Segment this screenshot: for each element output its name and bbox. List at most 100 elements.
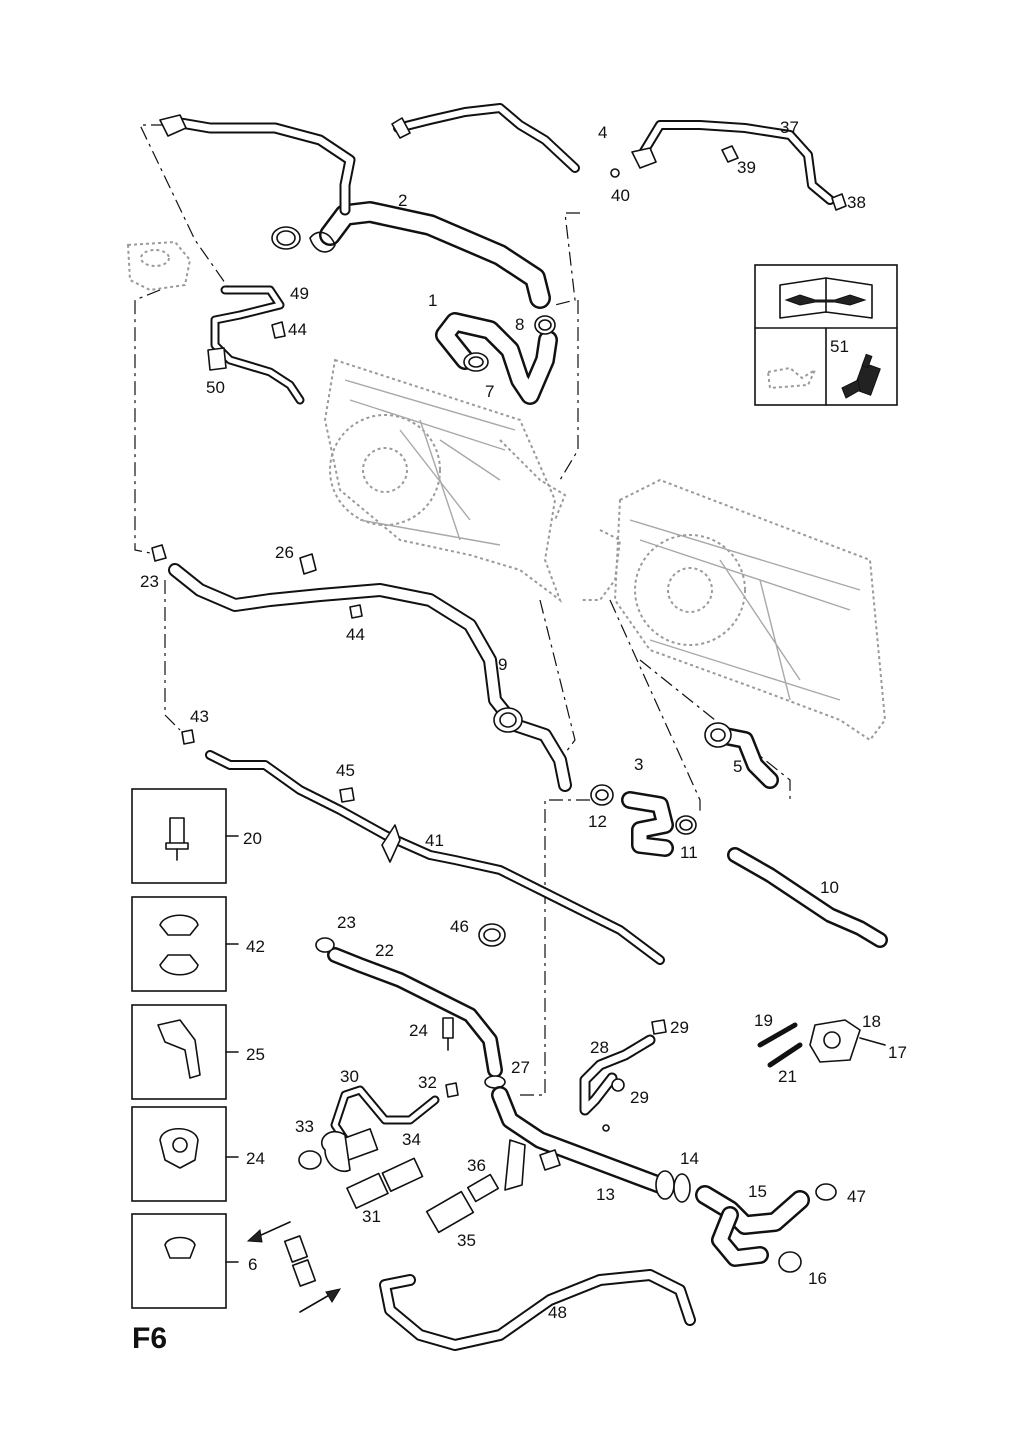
clamp-14 bbox=[673, 1173, 691, 1203]
clamp-43 bbox=[181, 729, 195, 745]
callout-43: 43 bbox=[190, 707, 209, 726]
hose-28 bbox=[579, 1034, 656, 1116]
callout-23-lower: 23 bbox=[337, 913, 356, 932]
callout-24-hose: 24 bbox=[409, 1021, 428, 1040]
arrow-right-icon bbox=[299, 1288, 342, 1313]
callout-9: 9 bbox=[498, 655, 507, 674]
clamps-29 bbox=[611, 1019, 667, 1092]
hose-2 bbox=[159, 114, 551, 309]
callout-8: 8 bbox=[515, 315, 524, 334]
callout-25: 25 bbox=[246, 1045, 265, 1064]
callout-33: 33 bbox=[295, 1117, 314, 1136]
callout-24-box: 24 bbox=[246, 1149, 265, 1168]
background-radiator-fan-right bbox=[580, 478, 887, 742]
callout-2: 2 bbox=[398, 191, 407, 210]
manual-book-wrench-icon bbox=[779, 277, 873, 319]
callout-12: 12 bbox=[588, 812, 607, 831]
pipe-41 bbox=[205, 750, 665, 965]
sensor-24 bbox=[442, 1017, 454, 1051]
callout-42: 42 bbox=[246, 937, 265, 956]
hose-30 bbox=[330, 1085, 440, 1145]
callout-26: 26 bbox=[275, 543, 294, 562]
callout-19: 19 bbox=[754, 1011, 773, 1030]
clip-50 bbox=[207, 347, 227, 371]
callout-28: 28 bbox=[590, 1038, 609, 1057]
hose-48 bbox=[379, 1269, 696, 1351]
callout-36: 36 bbox=[467, 1156, 486, 1175]
connector-34 bbox=[321, 1128, 379, 1172]
bolts-19-21 bbox=[757, 1022, 886, 1068]
hose-3 bbox=[621, 791, 674, 857]
clamp-46 bbox=[478, 923, 506, 947]
connection-lines bbox=[134, 124, 791, 1096]
callout-29-upper: 29 bbox=[670, 1018, 689, 1037]
callout-47: 47 bbox=[847, 1187, 866, 1206]
clamp-12 bbox=[590, 784, 614, 806]
coolant-bottle-icon bbox=[841, 353, 881, 399]
clamp-7 bbox=[463, 352, 489, 372]
callout-40: 40 bbox=[611, 186, 630, 205]
callout-49: 49 bbox=[290, 284, 309, 303]
callout-27: 27 bbox=[511, 1058, 530, 1077]
hose-49 bbox=[210, 285, 305, 405]
clamp-near-2 bbox=[271, 226, 301, 250]
hose-10 bbox=[727, 847, 888, 948]
clamp-8 bbox=[534, 315, 556, 335]
callout-14: 14 bbox=[680, 1149, 699, 1168]
callout-1: 1 bbox=[428, 291, 437, 310]
hose-5 bbox=[704, 722, 779, 789]
callout-labels: 1 2 3 4 5 6 7 8 9 10 11 12 13 14 15 16 1… bbox=[140, 118, 907, 1322]
callout-41: 41 bbox=[425, 831, 444, 850]
callout-4: 4 bbox=[598, 123, 607, 142]
callout-17: 17 bbox=[888, 1043, 907, 1062]
clips-23-26-44 bbox=[151, 544, 363, 619]
callout-46: 46 bbox=[450, 917, 469, 936]
callout-44-lower: 44 bbox=[346, 625, 365, 644]
callout-29-lower: 29 bbox=[630, 1088, 649, 1107]
housing-18 bbox=[809, 1019, 861, 1063]
callout-10: 10 bbox=[820, 878, 839, 897]
detail-box-20 bbox=[131, 788, 239, 884]
arrow-left-icon bbox=[246, 1221, 291, 1243]
fittings-38-39-40 bbox=[610, 145, 847, 211]
callout-13: 13 bbox=[596, 1185, 615, 1204]
detail-box-24 bbox=[131, 1106, 239, 1202]
clip-44-top bbox=[271, 321, 286, 339]
clamp-47 bbox=[815, 1183, 837, 1201]
connector-35-36 bbox=[425, 1173, 500, 1234]
pipe-13 bbox=[491, 1086, 675, 1200]
clamp-33 bbox=[298, 1150, 322, 1170]
background-radiator-fan-left bbox=[323, 358, 567, 603]
callout-11: 11 bbox=[680, 843, 698, 862]
callout-18: 18 bbox=[862, 1012, 881, 1031]
hose-1 bbox=[435, 312, 558, 405]
callout-39: 39 bbox=[737, 158, 756, 177]
sleeves-6 bbox=[283, 1235, 317, 1287]
hose-37 bbox=[631, 120, 835, 205]
detail-box-25 bbox=[131, 1004, 239, 1100]
hose-9 bbox=[168, 563, 572, 792]
connector-31 bbox=[346, 1157, 424, 1209]
callout-21: 21 bbox=[778, 1067, 797, 1086]
callout-23-upper: 23 bbox=[140, 572, 159, 591]
callout-22: 22 bbox=[375, 941, 394, 960]
callout-16: 16 bbox=[808, 1269, 827, 1288]
callout-38: 38 bbox=[847, 193, 866, 212]
page-code: F6 bbox=[132, 1322, 167, 1355]
clip-45 bbox=[339, 787, 355, 803]
callout-48: 48 bbox=[548, 1303, 567, 1322]
callout-44-upper: 44 bbox=[288, 320, 307, 339]
hose-22 bbox=[315, 937, 506, 1089]
hose-4 bbox=[391, 103, 580, 173]
hose-15 bbox=[695, 1185, 810, 1267]
callout-34: 34 bbox=[402, 1130, 421, 1149]
clamp-16 bbox=[778, 1251, 802, 1273]
callout-45: 45 bbox=[336, 761, 355, 780]
callout-37: 37 bbox=[780, 118, 799, 137]
callout-31: 31 bbox=[362, 1207, 381, 1226]
callout-15: 15 bbox=[748, 1182, 767, 1201]
callout-51: 51 bbox=[830, 337, 849, 356]
background-coolant-reservoir bbox=[126, 240, 192, 292]
detail-box-6 bbox=[131, 1213, 239, 1309]
